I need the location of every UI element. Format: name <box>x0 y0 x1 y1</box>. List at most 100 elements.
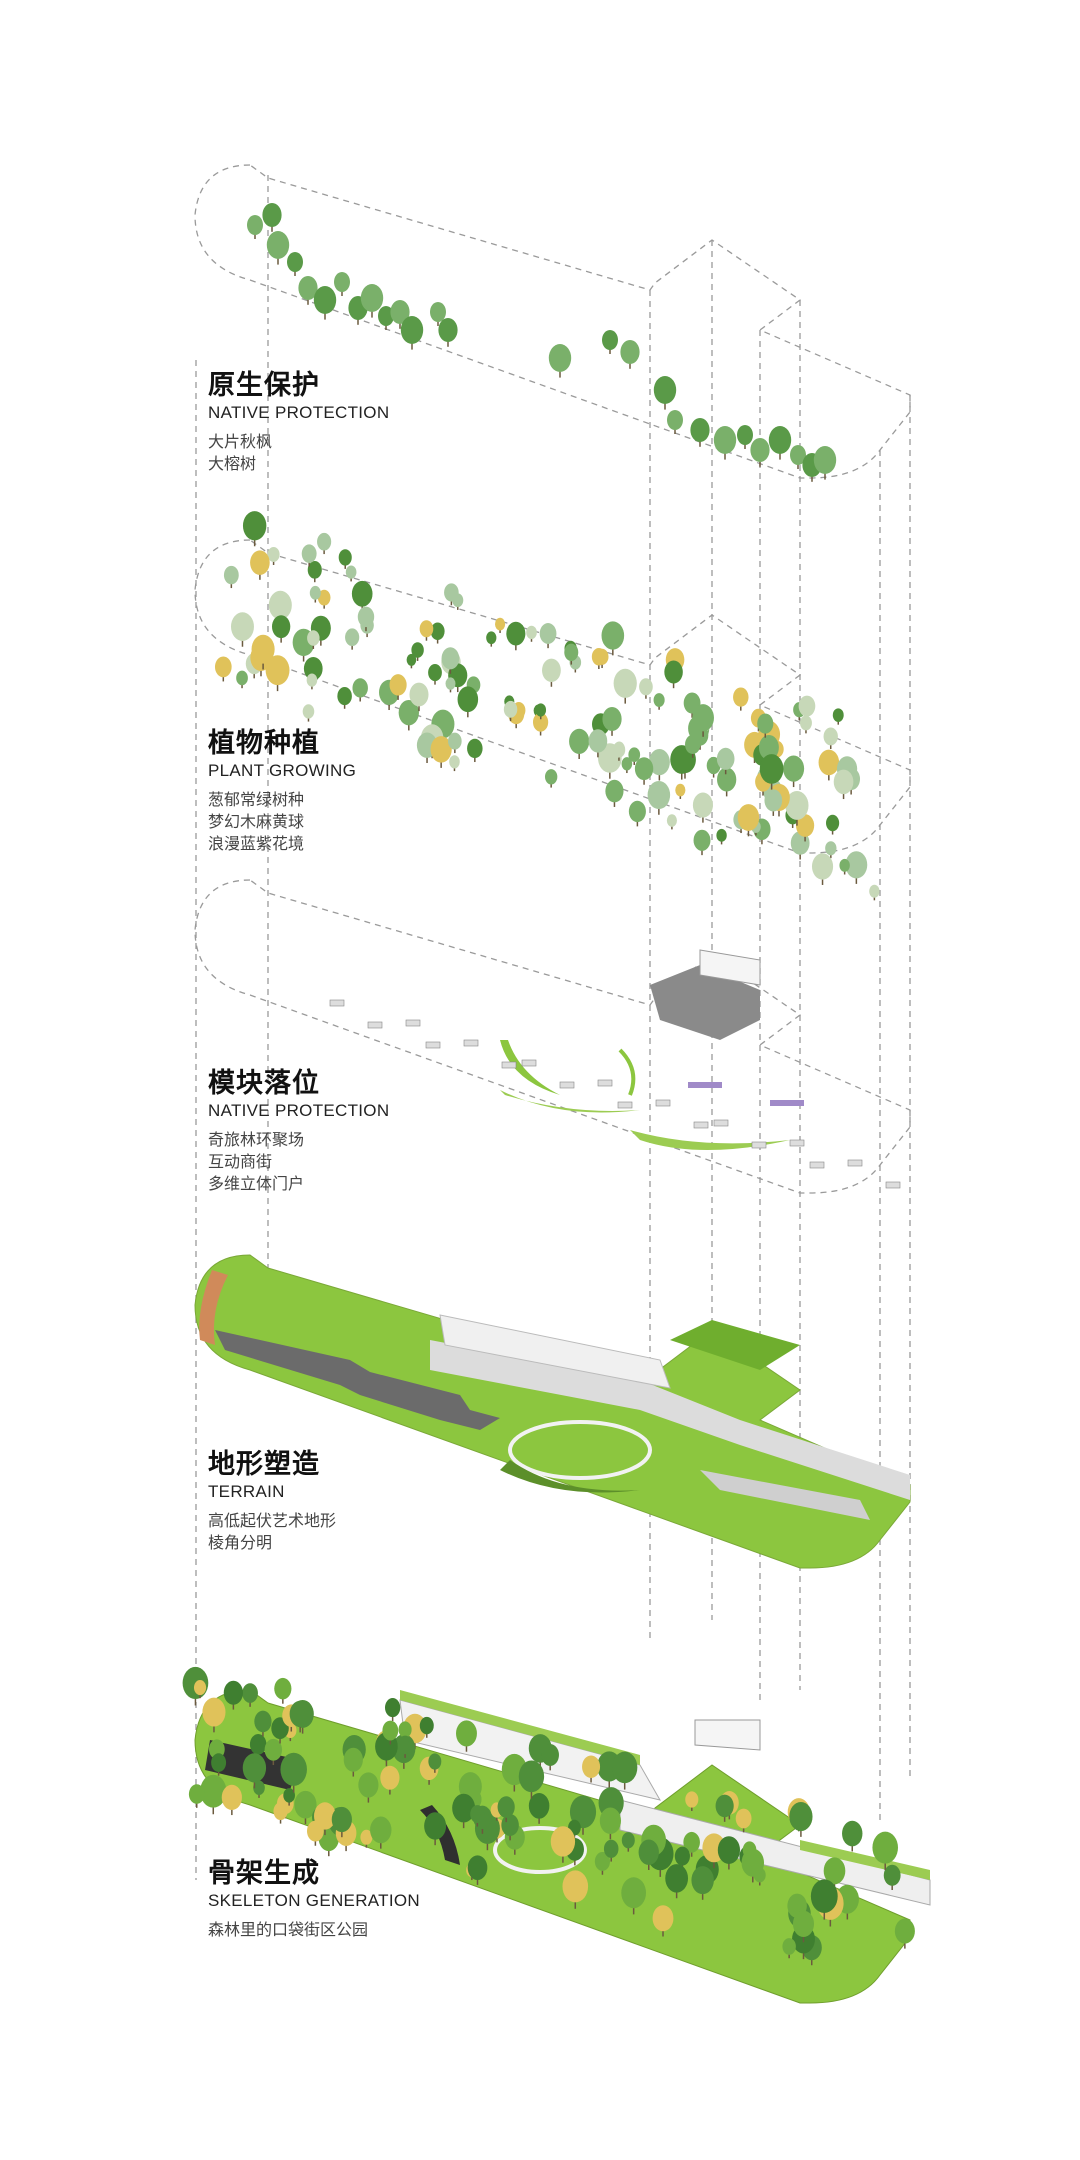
forest-tree <box>519 1760 544 1792</box>
planted-tree <box>667 814 677 827</box>
native-tree <box>549 344 571 372</box>
native-tree <box>401 316 423 344</box>
forest-tree <box>399 1721 412 1737</box>
layer-title-zh: 骨架生成 <box>208 1856 420 1890</box>
native-tree <box>314 286 336 314</box>
layer-title-zh: 模块落位 <box>208 1066 389 1100</box>
planted-tree <box>506 622 525 646</box>
native-tree <box>334 272 350 292</box>
layer-description: 奇旅林环聚场 互动商街 多维立体门户 <box>208 1130 389 1196</box>
planted-tree <box>442 647 460 669</box>
description-line: 森林里的口袋街区公园 <box>208 1920 420 1942</box>
forest-tree <box>280 1753 307 1786</box>
planted-tree <box>760 754 784 784</box>
forest-tree <box>736 1809 752 1829</box>
planted-tree <box>337 687 352 705</box>
module-flower-bed <box>688 1082 722 1088</box>
planted-tree <box>390 674 407 695</box>
native-tree <box>602 330 618 350</box>
module-kiosk <box>598 1080 612 1086</box>
module-kiosk <box>790 1140 804 1146</box>
modules-layer <box>330 950 900 1188</box>
module-kiosk <box>368 1022 382 1028</box>
planted-tree <box>409 683 428 707</box>
forest-tree <box>307 1821 324 1842</box>
planted-tree <box>236 671 248 686</box>
planted-tree <box>717 767 736 791</box>
description-line: 高低起伏艺术地形 <box>208 1511 336 1533</box>
forest-tree <box>344 1748 363 1772</box>
module-kiosk <box>694 1122 708 1128</box>
planted-tree <box>317 533 331 551</box>
forest-tree <box>332 1807 352 1832</box>
forest-tree <box>274 1678 291 1699</box>
forest-tree <box>621 1877 646 1908</box>
description-line: 大榕树 <box>208 454 389 476</box>
forest-tree <box>685 1791 698 1807</box>
module-kiosk <box>406 1020 420 1026</box>
planted-tree <box>602 707 621 731</box>
planted-tree <box>694 830 711 851</box>
forest-tree <box>541 1744 559 1766</box>
forest-tree <box>782 1938 795 1955</box>
forest-tree <box>398 1736 413 1755</box>
layer-title-zh: 原生保护 <box>208 368 389 402</box>
module-kiosk <box>560 1082 574 1088</box>
planted-tree <box>224 566 239 585</box>
planted-tree <box>272 615 290 638</box>
layer-title-en: SKELETON GENERATION <box>208 1890 420 1912</box>
planted-tree <box>799 696 816 717</box>
planted-tree <box>535 703 546 716</box>
planted-tree <box>654 693 665 707</box>
planted-tree <box>345 628 359 646</box>
planted-tree <box>602 621 625 649</box>
planted-tree <box>869 885 879 898</box>
planted-tree <box>733 687 748 706</box>
forest-tree <box>718 1836 740 1864</box>
forest-tree <box>562 1870 588 1902</box>
planted-tree <box>303 704 315 718</box>
description-line: 葱郁常绿树种 <box>208 790 356 812</box>
planted-tree <box>834 770 854 795</box>
planted-tree <box>664 660 682 683</box>
layer-label-skeleton-generation: 骨架生成 SKELETON GENERATION 森林里的口袋街区公园 <box>208 1856 420 1942</box>
forest-tree <box>582 1755 600 1778</box>
forest-tree <box>551 1826 575 1856</box>
skeleton-gate-tower <box>695 1720 760 1750</box>
planted-tree <box>685 735 700 754</box>
layer-label-plant-growing: 植物种植 PLANT GROWING 葱郁常绿树种 梦幻木麻黄球 浪漫蓝紫花境 <box>208 726 356 856</box>
module-kiosk <box>656 1100 670 1106</box>
planted-tree <box>613 742 626 758</box>
forest-tree <box>842 1821 862 1847</box>
planted-tree <box>826 815 839 831</box>
native-tree <box>262 203 281 227</box>
layer-description: 葱郁常绿树种 梦幻木麻黄球 浪漫蓝紫花境 <box>208 790 356 856</box>
planted-tree <box>352 581 373 607</box>
forest-tree <box>194 1680 206 1695</box>
forest-tree <box>653 1905 674 1931</box>
description-line: 棱角分明 <box>208 1533 336 1555</box>
forest-tree <box>428 1753 441 1769</box>
layer-title-en: NATIVE PROTECTION <box>208 402 389 424</box>
planted-tree <box>243 511 266 540</box>
planted-tree <box>639 678 653 695</box>
forest-tree <box>895 1919 915 1944</box>
native-tree <box>247 215 263 235</box>
planted-tree <box>486 631 496 644</box>
layer-description: 大片秋枫 大榕树 <box>208 432 389 476</box>
planted-tree <box>764 789 782 811</box>
forest-tree <box>224 1681 243 1705</box>
layer-title-zh: 地形塑造 <box>208 1447 336 1481</box>
planted-tree <box>446 677 456 689</box>
layer-title-zh: 植物种植 <box>208 726 356 760</box>
native-tree <box>769 426 791 454</box>
planted-tree <box>824 727 838 745</box>
forest-tree <box>385 1698 400 1717</box>
layer-label-native-protection: 原生保护 NATIVE PROTECTION 大片秋枫 大榕树 <box>208 368 389 476</box>
planted-tree <box>738 804 759 831</box>
forest-tree <box>242 1683 258 1703</box>
forest-tree <box>639 1839 659 1864</box>
module-kiosk <box>886 1182 900 1188</box>
native-tree <box>667 410 683 430</box>
